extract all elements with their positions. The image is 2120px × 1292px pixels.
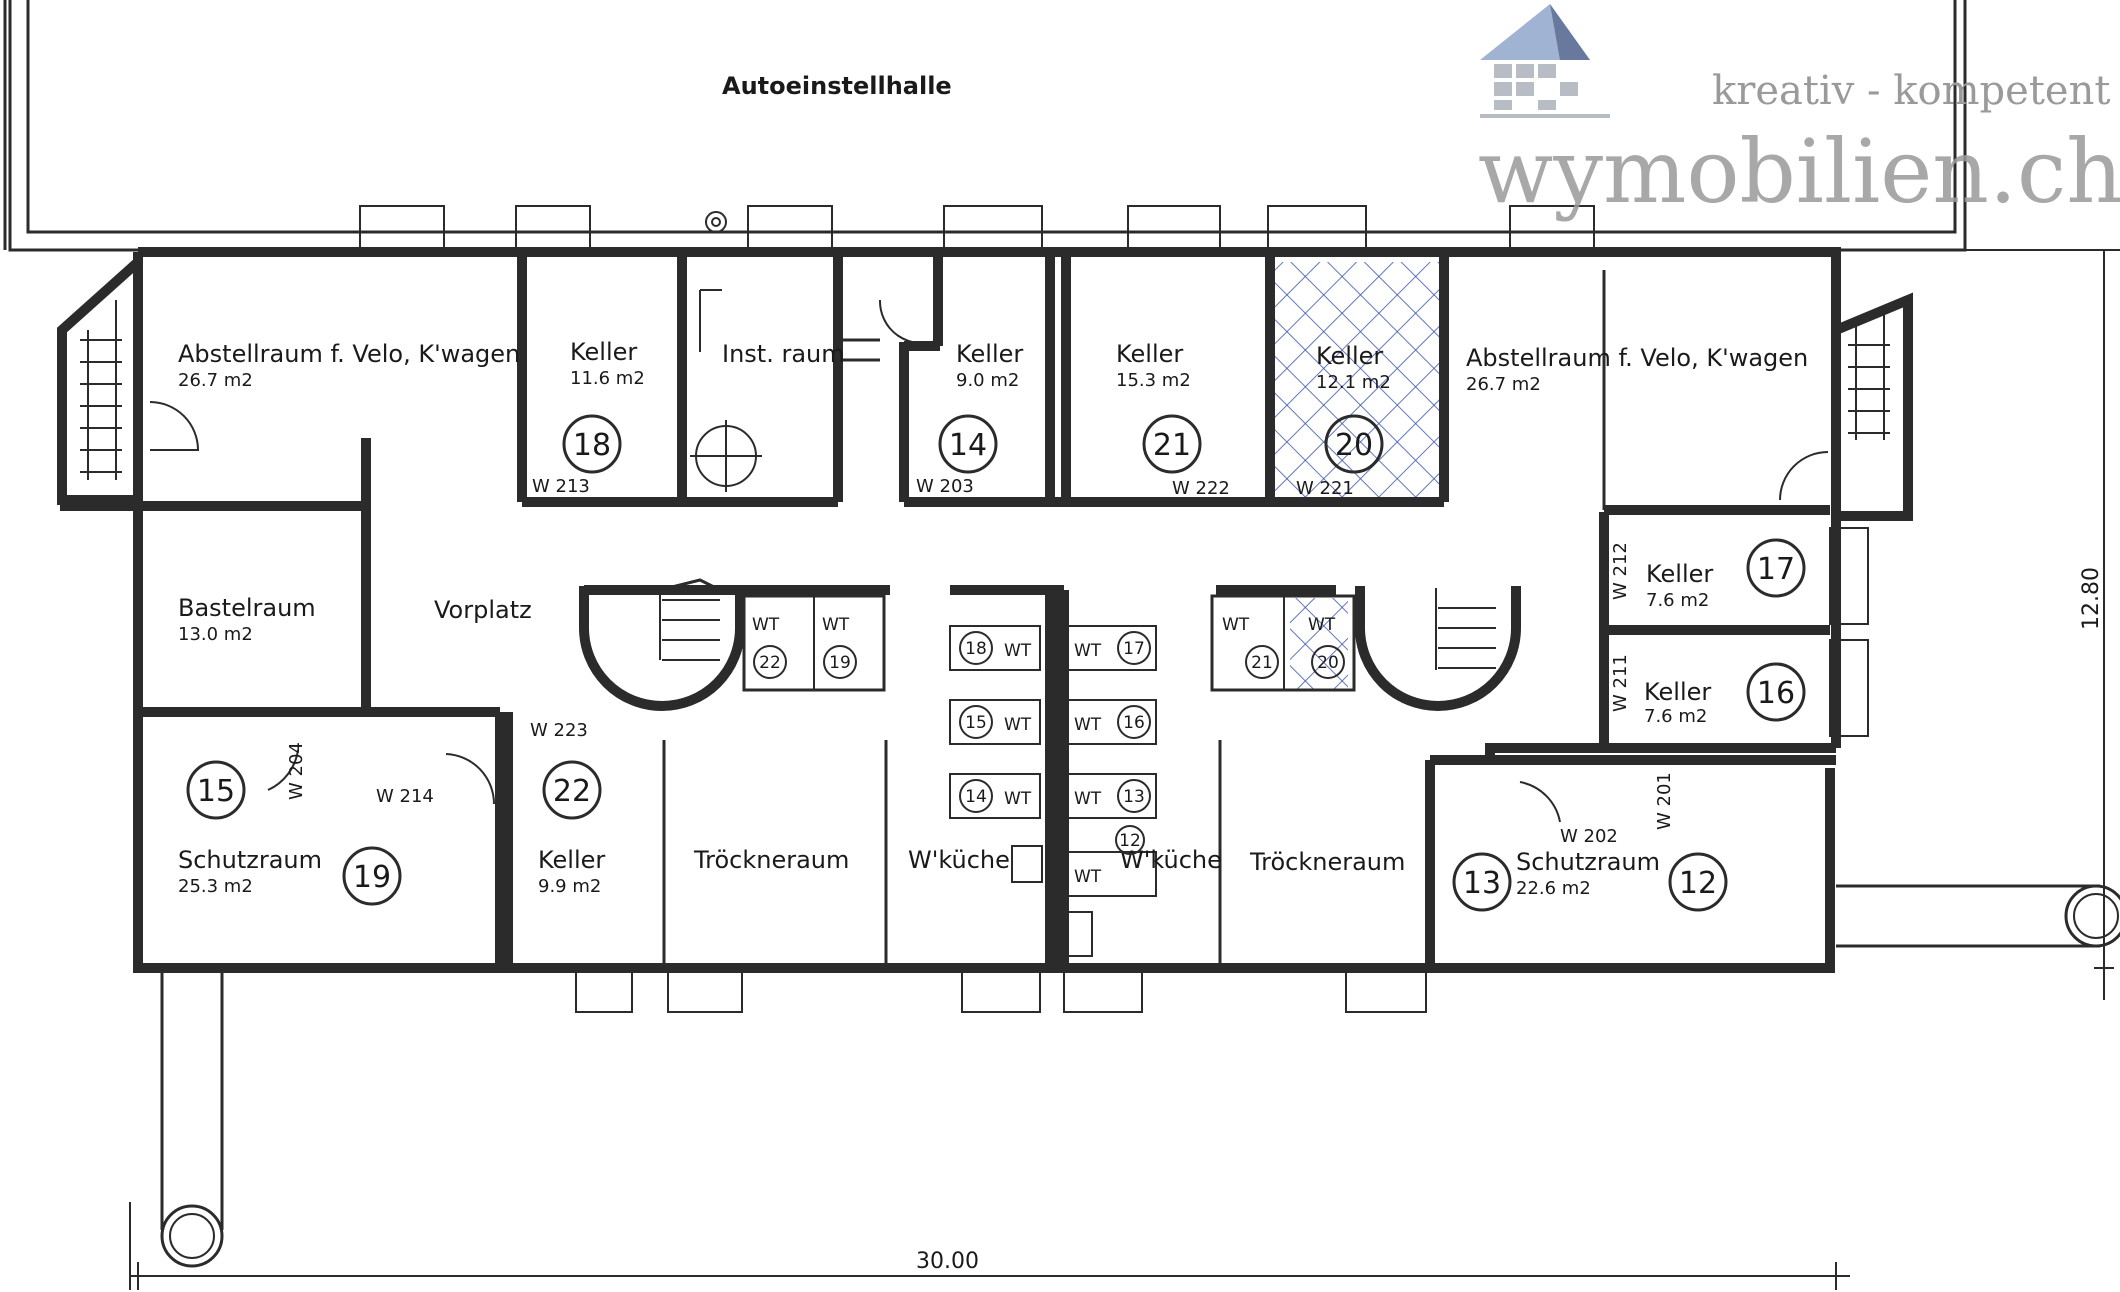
interior-walls [138,252,1836,968]
wt-label: WT [1074,641,1102,661]
wt-box-left [742,594,886,692]
room-keller-14-wall: W 203 [916,476,974,497]
room-keller-16-number: 16 [1757,676,1795,711]
room-instraum-name: Inst. raum [722,340,845,368]
wt-label: WT [1308,615,1336,635]
room-keller-17-area: 7.6 m2 [1646,590,1709,611]
room-keller-20-number: 20 [1335,428,1373,463]
wt-number: 13 [1123,787,1145,807]
room-schutz-right-number-b: 12 [1679,866,1717,901]
room-schutz-left-wall-b: W 214 [376,786,434,807]
room-schutz-right-wall-b: W 201 [1654,772,1675,830]
room-keller-18-wall: W 213 [532,476,590,497]
door-swings [149,401,1829,823]
room-trockner-left-name: Tröckneraum [693,846,849,874]
room-keller-22-area: 9.9 m2 [538,876,601,897]
wt-columns [949,590,1157,968]
room-schutz-left-area: 25.3 m2 [178,876,253,897]
wt-number: 15 [965,713,987,733]
wt-label: WT [1222,615,1250,635]
wt-number: 19 [829,653,851,673]
wt-label: WT [1074,867,1102,887]
left-stair-annex [57,258,142,505]
room-keller-21-area: 15.3 m2 [1116,370,1191,391]
room-keller-14-name: Keller [956,340,1023,368]
brand-tagline: kreativ - kompetent [1712,68,2110,114]
wt-label: WT [1004,715,1032,735]
top-windows [359,205,1595,255]
room-keller-16-name: Keller [1644,678,1711,706]
wt-number: 22 [759,653,781,673]
room-schutz-right-number-a: 13 [1463,866,1501,901]
room-abstell-left-name: Abstellraum f. Velo, K'wagen [178,340,520,368]
room-keller-17-name: Keller [1646,560,1713,588]
inst-raum-fixtures [690,289,762,492]
right-windows [1829,527,1869,737]
room-wkueche-left-name: W'küche [908,846,1010,874]
keller-20-hatch [1272,262,1440,500]
room-schutz-right-name: Schutzraum [1516,848,1660,876]
room-keller-21-number: 21 [1153,428,1191,463]
wt-label: WT [1074,715,1102,735]
room-keller-18-number: 18 [573,428,611,463]
room-wkueche-right-name: W'küche [1120,846,1222,874]
wt-number: 16 [1123,713,1145,733]
wt-number: 12 [1119,831,1141,851]
room-keller-18-name: Keller [570,338,637,366]
room-keller-16-wall: W 211 [1610,654,1631,712]
wt-label: WT [1004,789,1032,809]
wt-number: 14 [965,787,987,807]
wt-label: WT [822,615,850,635]
room-schutz-left-wall-a: W 204 [286,742,307,800]
room-bastelraum-name: Bastelraum [178,594,316,622]
room-bastelraum-area: 13.0 m2 [178,624,253,645]
room-schutz-left-name: Schutzraum [178,846,322,874]
garage-label: Autoeinstellhalle [722,72,952,100]
brand-logo [1480,4,1610,118]
wt-label: WT [752,615,780,635]
room-keller-20-name: Keller [1316,342,1383,370]
room-schutz-right-wall-a: W 202 [1560,826,1618,847]
room-abstell-right-area: 26.7 m2 [1466,374,1541,395]
room-keller-18-area: 11.6 m2 [570,368,645,389]
room-schutz-left-number-b: 19 [353,860,391,895]
stairwell-left [579,578,745,711]
wt-label: WT [1004,641,1032,661]
room-keller-14-number: 14 [949,428,987,463]
wt-label: WT [1074,789,1102,809]
room-schutz-left-number-a: 15 [197,774,235,809]
dimension-width-label: 30.00 [916,1249,979,1274]
wt-box-right [1210,594,1356,692]
room-schutz-right-area: 22.6 m2 [1516,878,1591,899]
room-keller-20-wall: W 221 [1296,478,1354,499]
room-abstell-right-name: Abstellraum f. Velo, K'wagen [1466,344,1808,372]
room-vorplatz-name: Vorplatz [434,596,532,624]
wt-number: 20 [1317,653,1339,673]
outer-walls [60,247,1841,973]
room-keller-14-area: 9.0 m2 [956,370,1019,391]
exterior-ducts [160,884,2120,1268]
wt-number: 21 [1251,653,1273,673]
room-keller-17-number: 17 [1757,552,1795,587]
room-abstell-left-area: 26.7 m2 [178,370,253,391]
room-keller-21-wall: W 222 [1172,478,1230,499]
dimension-height-label: 12.80 [2079,567,2104,630]
wt-number: 18 [965,639,987,659]
bottom-windows [575,963,1427,1013]
room-keller-16-area: 7.6 m2 [1644,706,1707,727]
dimension-lines [129,249,2114,1290]
room-keller-22-number: 22 [553,774,591,809]
room-keller-22-wall: W 223 [530,720,588,741]
room-keller-21-name: Keller [1116,340,1183,368]
room-keller-17-wall: W 212 [1610,542,1631,600]
wt-number: 17 [1123,639,1145,659]
right-stair-annex [1834,292,1913,521]
room-keller-20-area: 12.1 m2 [1316,372,1391,393]
brand-name: wymobilien.ch [1478,120,2120,223]
room-trockner-right-name: Tröckneraum [1249,848,1405,876]
room-keller-22-name: Keller [538,846,605,874]
stairwell-right [1355,586,1521,711]
